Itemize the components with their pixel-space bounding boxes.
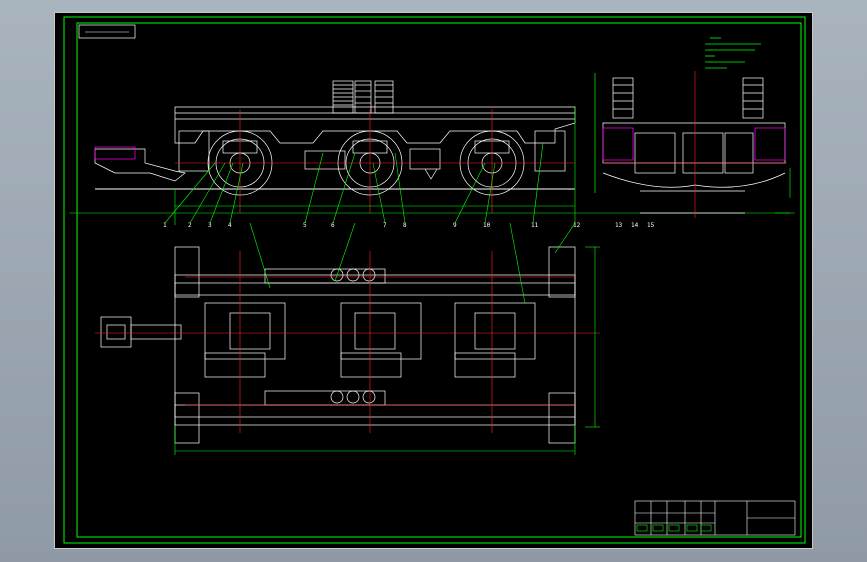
end-view (594, 73, 786, 214)
leader-14: 14 (631, 222, 639, 229)
leader-13: 13 (615, 222, 623, 229)
sheet-inner-border (76, 22, 802, 538)
leader-2: 2 (188, 222, 192, 229)
motor-gearbox-3 (454, 302, 536, 378)
leader-8: 8 (403, 222, 407, 229)
leader-15: 15 (647, 222, 655, 229)
leader-7: 7 (383, 222, 387, 229)
side-elevation-view (94, 80, 576, 196)
leader-1: 1 (163, 222, 167, 229)
motor-gearbox-2 (340, 302, 422, 378)
leader-11: 11 (531, 222, 539, 229)
leader-4: 4 (228, 222, 232, 229)
leader-10: 10 (483, 222, 491, 229)
side-leaders (69, 108, 795, 225)
end-centerlines (603, 71, 787, 218)
title-block (634, 500, 796, 536)
leader-6: 6 (331, 222, 335, 229)
leader-5: 5 (303, 222, 307, 229)
title-stamp-box (78, 24, 136, 39)
technical-notes (705, 37, 761, 69)
leader-12: 12 (573, 222, 581, 229)
motor-gearbox-1 (204, 302, 286, 378)
cad-viewport[interactable]: 1 2 3 4 5 6 7 8 9 10 11 12 13 14 15 (54, 12, 813, 549)
leader-3: 3 (208, 222, 212, 229)
plan-frame (174, 274, 576, 426)
traction-rod (94, 148, 186, 182)
sheet-outer-border (63, 16, 806, 544)
bogie-assembly-drawing: 1 2 3 4 5 6 7 8 9 10 11 12 13 14 15 (63, 16, 806, 544)
side-centerlines (175, 109, 575, 213)
plan-dimensions (174, 222, 600, 455)
secondary-springs (332, 80, 394, 114)
traction-plate (100, 316, 132, 348)
plan-centerlines (95, 251, 600, 433)
leader-number-labels: 1 2 3 4 5 6 7 8 9 10 11 12 13 14 15 (163, 222, 655, 229)
plan-view (100, 246, 576, 444)
leader-9: 9 (453, 222, 457, 229)
